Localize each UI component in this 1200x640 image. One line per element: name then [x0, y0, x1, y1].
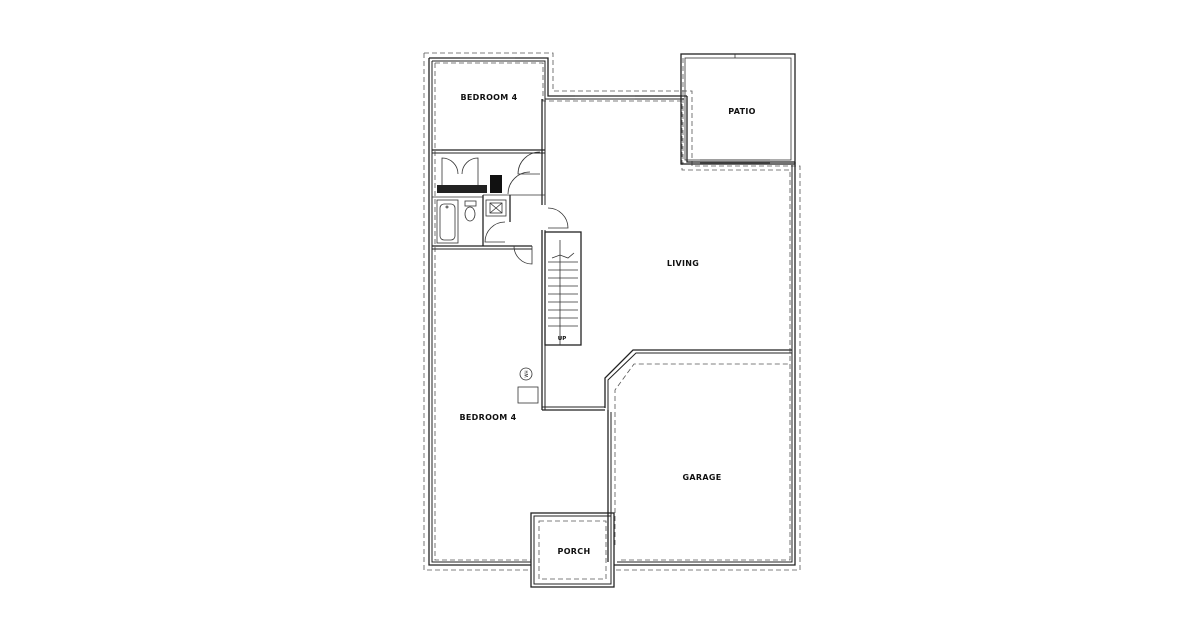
porch-label: PORCH — [558, 547, 591, 556]
bath-fixtures — [436, 199, 507, 244]
bathtub — [436, 199, 459, 244]
toilet-bowl — [464, 206, 476, 222]
bedroom-upper-label: BEDROOM 4 — [461, 93, 518, 102]
windows — [460, 57, 635, 100]
garage-label: GARAGE — [683, 473, 722, 482]
exterior-walls — [428, 57, 796, 566]
water-heater — [517, 367, 539, 404]
living-label: LIVING — [667, 259, 699, 268]
patio-label: PATIO — [728, 107, 755, 116]
stair-up-label: UP — [558, 336, 567, 342]
sink — [485, 199, 507, 217]
stair — [544, 231, 582, 346]
water-heater-label: WH — [524, 371, 529, 378]
doors — [441, 151, 569, 265]
roof-outline — [423, 52, 801, 571]
porch — [530, 512, 615, 588]
bedroom-lower-label: BEDROOM 4 — [460, 413, 517, 422]
interior-walls — [432, 99, 546, 410]
patio — [680, 53, 796, 165]
toilet-tank — [464, 200, 477, 207]
